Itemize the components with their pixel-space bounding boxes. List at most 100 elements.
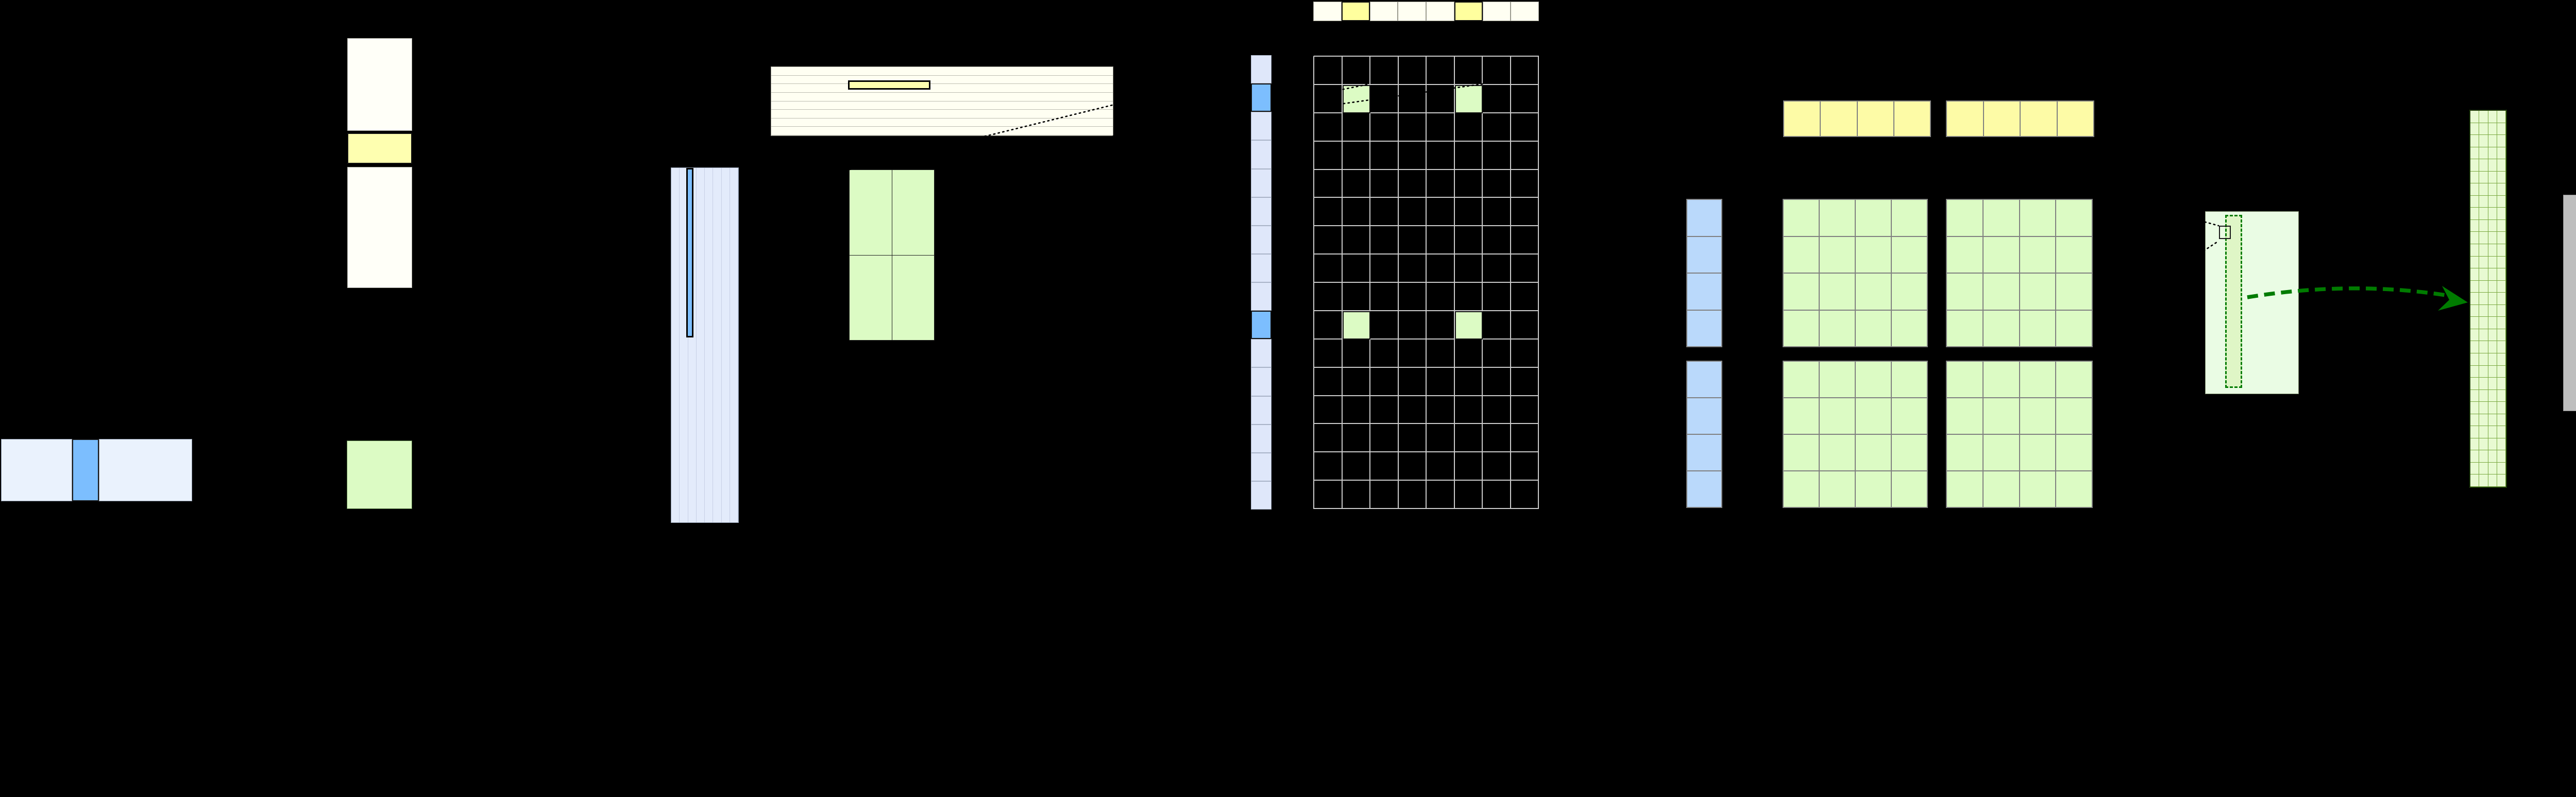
warp-grid-cell-5-10 [1454, 339, 1483, 368]
epilogue-grid-cell-0-7 [2470, 195, 2480, 208]
acc-grid-tr-cell-2-0 [2020, 200, 2057, 237]
warp-grid-cell-0-14 [1314, 452, 1343, 481]
epilogue-grid-cell-3-12 [2497, 256, 2506, 269]
block-c-grid [849, 169, 935, 341]
epilogue-grid-cell-1-12 [2479, 256, 2488, 269]
warp-top-strip-cell-3-0 [1398, 2, 1426, 21]
epilogue-grid-cell-3-29 [2497, 462, 2506, 475]
epilogue-grid-cell-2-9 [2488, 219, 2497, 232]
smem-b-active-slot [848, 80, 930, 90]
fragb-strip-1 [1783, 100, 1931, 137]
epilogue-grid-cell-1-20 [2479, 353, 2488, 366]
acc-grid-tl-cell-1-1 [1820, 236, 1856, 274]
epilogue-grid-cell-2-6 [2488, 183, 2497, 196]
epilogue-grid-cell-3-1 [2497, 123, 2506, 135]
warp-grid-cell-6-8 [1483, 283, 1511, 311]
epilogue-grid-cell-2-1 [2488, 123, 2497, 135]
warp-grid-cell-6-5 [1483, 198, 1511, 227]
warp-grid-cell-4-10 [1427, 339, 1455, 368]
epilogue-grid-cell-1-9 [2479, 219, 2488, 232]
warp-grid-cell-1-12 [1342, 396, 1370, 425]
warp-grid-cell-6-1 [1483, 84, 1511, 113]
warp-grid-cell-4-13 [1427, 424, 1455, 453]
epilogue-grid-cell-0-22 [2470, 378, 2480, 390]
warp-grid-cell-0-12 [1314, 396, 1343, 425]
warp-grid-cell-7-11 [1511, 367, 1539, 396]
warp-grid-cell-4-11 [1427, 367, 1455, 396]
epilogue-grid-cell-3-28 [2497, 450, 2506, 463]
epilogue-grid-cell-0-29 [2470, 462, 2480, 475]
warp-grid-cell-5-12 [1454, 396, 1483, 425]
warp-grid-cell-1-14 [1342, 452, 1370, 481]
epilogue-grid-cell-2-19 [2488, 341, 2497, 353]
epilogue-grid-cell-3-30 [2497, 474, 2506, 487]
global-c-tile [347, 440, 412, 509]
warp-grid-cell-2-5 [1370, 198, 1399, 227]
acc-grid-bl-cell-2-3 [1856, 471, 1892, 508]
epilogue-grid [2469, 110, 2507, 488]
warp-grid-cell-4-14 [1427, 452, 1455, 481]
acc-grid-bl-cell-3-1 [1892, 398, 1928, 435]
acc-grid-br [1946, 361, 2093, 508]
warp-grid-cell-0-5 [1314, 198, 1343, 227]
global-a-panel-cell-0 [1, 439, 72, 501]
epilogue-grid-cell-1-8 [2479, 208, 2488, 220]
warp-grid-cell-3-11 [1398, 367, 1427, 396]
warp-left-strip-cell-0-11 [1251, 367, 1272, 396]
warp-grid-cell-5-11 [1454, 367, 1483, 396]
warp-left-strip-cell-0-9 [1251, 311, 1272, 340]
acc-grid-tl-cell-2-1 [1856, 236, 1892, 274]
acc-grid-tr-cell-0-0 [1947, 200, 1984, 237]
fraga-strip-2 [1686, 361, 1722, 508]
warp-grid-cell-4-1 [1427, 84, 1455, 113]
acc-grid-bl-cell-3-3 [1892, 471, 1928, 508]
warp-grid-cell-6-7 [1483, 255, 1511, 283]
warp-left-strip-cell-0-10 [1251, 339, 1272, 368]
acc-grid-tr-cell-2-2 [2020, 274, 2057, 311]
warp-left-strip-cell-0-14 [1251, 452, 1272, 481]
acc-grid-tr-cell-3-3 [2056, 310, 2093, 347]
warp-grid-cell-3-3 [1398, 141, 1427, 170]
epilogue-grid-cell-3-3 [2497, 147, 2506, 160]
warp-grid-cell-6-14 [1483, 452, 1511, 481]
block-c-grid-cell-1-0 [892, 170, 935, 256]
smem-a-tile-cell-4-0 [705, 168, 714, 522]
epilogue-grid-cell-1-14 [2479, 280, 2488, 293]
warp-grid-cell-0-9 [1314, 311, 1343, 340]
fragb-strip-2-cell-0-0 [1947, 101, 1984, 137]
acc-grid-br-cell-0-0 [1947, 362, 1984, 398]
epilogue-grid-cell-3-15 [2497, 293, 2506, 305]
warp-grid-cell-7-8 [1511, 283, 1539, 311]
epilogue-grid-cell-1-2 [2479, 135, 2488, 147]
acc-grid-tl [1783, 199, 1928, 347]
epilogue-grid-cell-3-11 [2497, 244, 2506, 257]
epilogue-grid-cell-0-23 [2470, 389, 2480, 402]
warp-grid-cell-4-5 [1427, 198, 1455, 227]
warp-left-strip-cell-0-8 [1251, 282, 1272, 311]
epilogue-grid-cell-1-7 [2479, 195, 2488, 208]
acc-grid-br-cell-2-3 [2020, 471, 2057, 508]
warp-grid-cell-5-1 [1454, 84, 1483, 113]
epilogue-grid-cell-2-29 [2488, 462, 2497, 475]
warp-grid-cell-3-8 [1398, 283, 1427, 311]
acc-grid-tr-cell-0-3 [1947, 310, 1984, 347]
epilogue-grid-cell-1-28 [2479, 450, 2488, 463]
warp-left-strip-cell-0-12 [1251, 396, 1272, 425]
epilogue-grid-cell-2-13 [2488, 268, 2497, 281]
fraga-strip-1-cell-0-1 [1687, 236, 1722, 274]
warp-top-strip-cell-6-0 [1482, 2, 1511, 21]
warp-top-strip-cell-1-0 [1341, 2, 1370, 21]
warp-top-strip [1313, 2, 1539, 21]
warp-grid-cell-0-4 [1314, 169, 1343, 198]
warp-grid-cell-7-5 [1511, 198, 1539, 227]
epilogue-grid-cell-1-25 [2479, 414, 2488, 427]
warp-grid-cell-3-12 [1398, 396, 1427, 425]
fraga-strip-2-cell-0-2 [1687, 435, 1722, 471]
warp-grid-cell-4-4 [1427, 169, 1455, 198]
epilogue-grid-cell-2-26 [2488, 426, 2497, 438]
epilogue-grid-cell-2-28 [2488, 450, 2497, 463]
warp-grid-cell-7-1 [1511, 84, 1539, 113]
warp-grid-cell-5-9 [1454, 311, 1483, 340]
acc-grid-bl-cell-1-3 [1820, 471, 1856, 508]
